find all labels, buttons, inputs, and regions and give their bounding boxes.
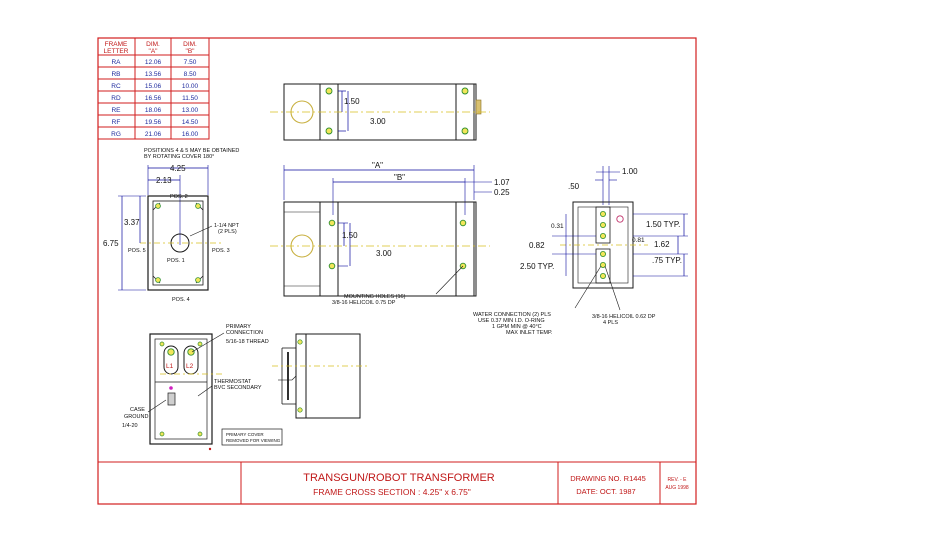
pos2-label: POS. 2	[170, 194, 188, 200]
front-view: POSITIONS 4 & 5 MAY BE OBTAINED BY ROTAT…	[103, 148, 240, 303]
title-block: TRANSGUN/ROBOT TRANSFORMER FRAME CROSS S…	[98, 461, 696, 504]
water-note-4: MAX INLET TEMP.	[506, 330, 553, 336]
pos5-label: POS. 5	[128, 248, 146, 254]
primary-note: PRIMARY	[226, 324, 251, 330]
npt-label: 1-1/4 NPT	[214, 223, 240, 229]
table-cell: 16.00	[182, 131, 199, 138]
table-cell: RF	[112, 119, 121, 126]
top-view: 1.50 3.00	[270, 83, 490, 141]
revision-date: AUG 1998	[665, 485, 689, 491]
side-view: "A" "B" 1.07 0.25 1.50 3.00 MOUNTING HOL…	[270, 161, 510, 306]
table-header-frame-2: LETTER	[104, 48, 129, 55]
table-cell: 21.06	[145, 131, 162, 138]
table-cell: 13.00	[182, 107, 199, 114]
pos3-label: POS. 3	[212, 248, 230, 254]
side-dim-107: 1.07	[494, 178, 510, 187]
front-dim-425: 4.25	[170, 164, 186, 173]
cover-note: PRIMARY COVER	[226, 432, 264, 437]
end-view: .50 1.00 1.50 TYP. 0.81 1.62 .75 TYP. 0.…	[473, 166, 688, 336]
table-cell: RC	[111, 83, 121, 90]
table-header-dima-1: DIM.	[146, 41, 160, 48]
table-cell: 18.06	[145, 107, 162, 114]
table-cell: 19.56	[145, 119, 162, 126]
table-cell: 16.56	[145, 95, 162, 102]
side-dim-025: 0.25	[494, 188, 510, 197]
positions-note-2: BY ROTATING COVER 180°	[144, 154, 214, 160]
table-cell: 11.50	[182, 95, 198, 102]
end-dim-100: 1.00	[622, 167, 638, 176]
positions-note: POSITIONS 4 & 5 MAY BE OBTAINED	[144, 148, 239, 154]
l1-label: L1	[166, 363, 174, 370]
table-cell: 13.56	[145, 71, 162, 78]
top-dim-150: 1.50	[344, 97, 360, 106]
table-cell: 10.00	[182, 83, 199, 90]
water-note-3: 1 GPM MIN @ 40°C	[492, 324, 542, 330]
primary-view: L1 L2 PRIMARY CONNECTION 5/16-18 THREAD …	[122, 324, 283, 451]
side-dim-300: 3.00	[376, 249, 392, 258]
case-ground-note-2: GROUND	[124, 414, 148, 420]
helicoil-note: 3/8-16 HELICOIL 0.62 DP	[592, 314, 656, 320]
table-cell: RB	[111, 71, 120, 78]
pos4-label: POS. 4	[172, 297, 190, 303]
table-header-frame-1: FRAME	[105, 41, 128, 48]
end-dim-050: .50	[568, 182, 580, 191]
helicoil-note-2: 4 PLS	[603, 320, 618, 326]
table-cell: RD	[111, 95, 121, 102]
front-dim-675: 6.75	[103, 239, 119, 248]
case-ground-note: CASE	[130, 407, 145, 413]
end-dim-081: 0.81	[632, 237, 645, 244]
thermostat-note-2: BVC SECONDARY	[214, 385, 262, 391]
table-header-dimb-1: DIM.	[183, 41, 197, 48]
table-cell: 12.06	[145, 59, 162, 66]
partial-side-view	[272, 333, 370, 419]
front-dim-337: 3.37	[124, 218, 140, 227]
table-cell: 8.50	[184, 71, 197, 78]
pos1-label: POS. 1	[167, 258, 185, 264]
side-dim-150: 1.50	[342, 231, 358, 240]
drawing-number: DRAWING NO. R1445	[570, 474, 646, 483]
end-dim-250: 2.50 TYP.	[520, 262, 554, 271]
end-dim-082: 0.82	[529, 241, 545, 250]
mounting-note-2: 3/8-16 HELICOIL 0.75 DP	[332, 300, 396, 306]
end-dim-150: 1.50 TYP.	[646, 220, 680, 229]
table-cell: 7.50	[184, 59, 197, 66]
table-header-dima-2: "A"	[149, 48, 159, 55]
npt-label-2: (2 PLS)	[218, 229, 237, 235]
drawing-title: TRANSGUN/ROBOT TRANSFORMER	[303, 472, 495, 484]
drawing-date: DATE: OCT. 1987	[576, 487, 635, 496]
side-dim-b: "B"	[394, 173, 405, 182]
table-header-dimb-2: "B"	[186, 48, 196, 55]
water-note-2: USE 0.37 MIN I.D. O-RING	[478, 318, 545, 324]
drawing-border	[97, 37, 697, 505]
thermostat-note: THERMOSTAT	[214, 379, 252, 385]
top-dim-300: 3.00	[370, 117, 386, 126]
revision: REV. - E	[668, 477, 688, 483]
cover-note-2: REMOVED FOR VIEWING	[226, 438, 281, 443]
table-cell: 14.50	[182, 119, 199, 126]
table-cell: RG	[111, 131, 121, 138]
side-dim-a: "A"	[372, 161, 383, 170]
water-note: WATER CONNECTION (2) PLS	[473, 312, 551, 318]
l2-label: L2	[186, 363, 194, 370]
table-cell: RE	[111, 107, 121, 114]
table-cell: RA	[111, 59, 121, 66]
primary-note-2: CONNECTION	[226, 330, 263, 336]
mounting-note: MOUNTING HOLES (16)	[344, 294, 406, 300]
primary-note-3: 5/16-18 THREAD	[226, 339, 269, 345]
end-dim-031: 0.31	[551, 223, 564, 230]
end-dim-162: 1.62	[654, 240, 670, 249]
drawing-subtitle: FRAME CROSS SECTION : 4.25" x 6.75"	[313, 487, 471, 497]
case-ground-note-3: 1/4-20	[122, 423, 138, 429]
front-dim-213: 2.13	[156, 176, 172, 185]
frame-table: FRAME LETTER DIM. "A" DIM. "B" RA 12.06 …	[97, 37, 210, 140]
end-dim-075: .75 TYP.	[652, 256, 682, 265]
table-cell: 15.06	[145, 83, 162, 90]
